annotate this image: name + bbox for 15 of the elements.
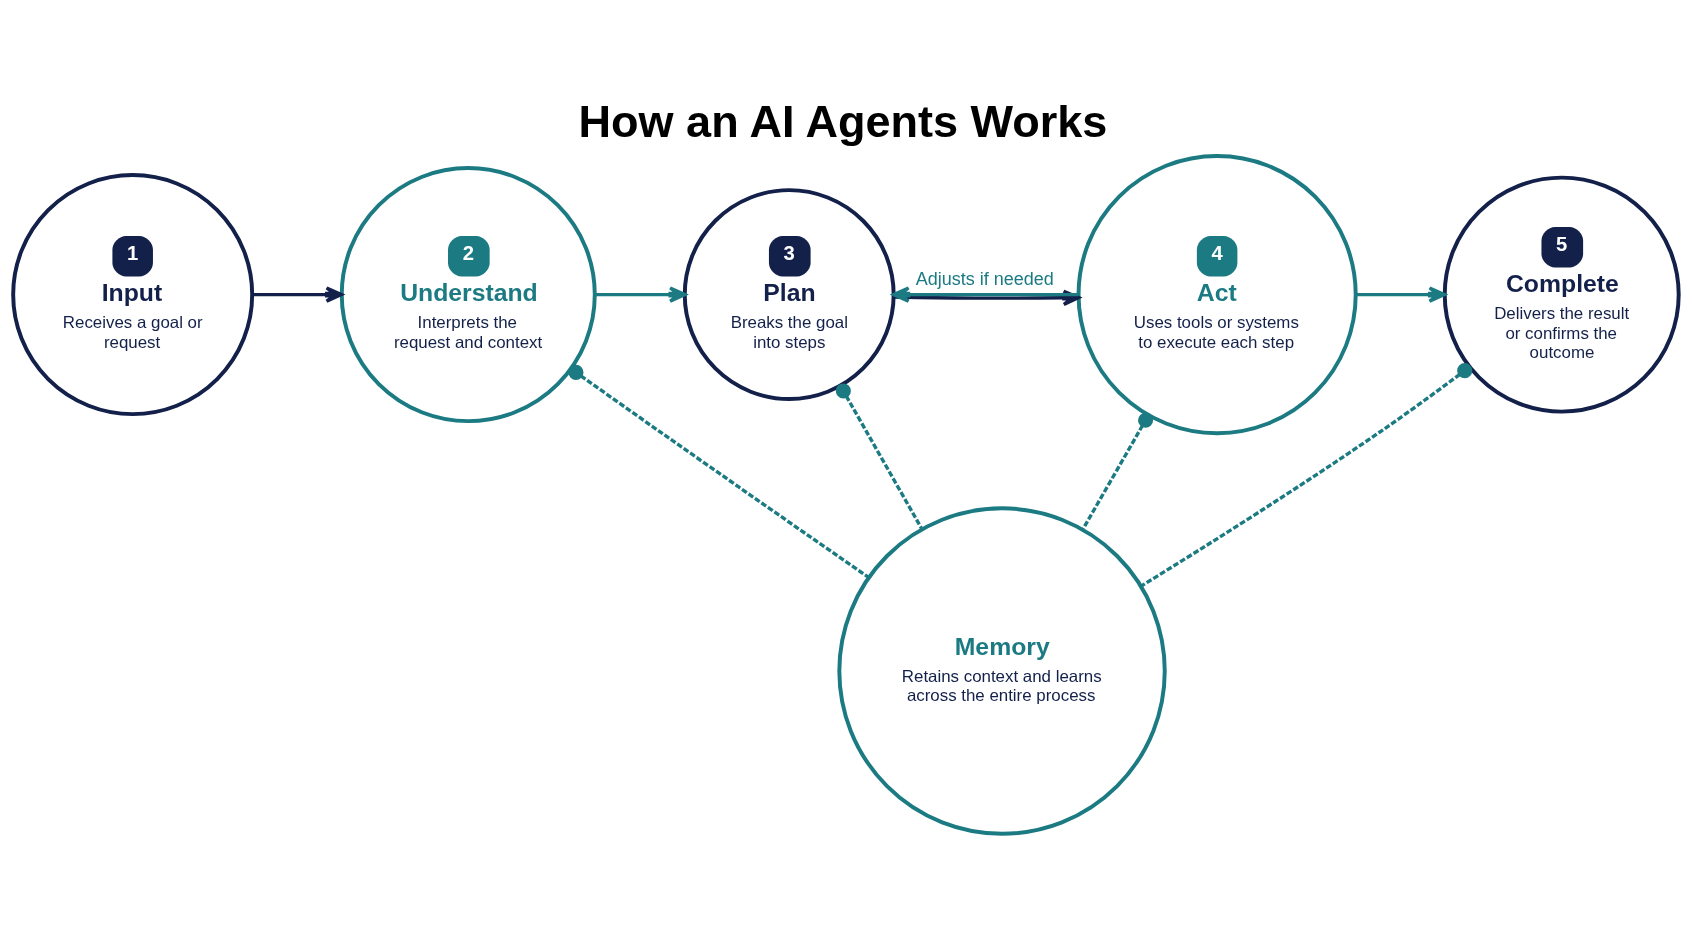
arrow xyxy=(594,285,687,303)
arrow xyxy=(892,285,1079,303)
connector xyxy=(1140,362,1473,588)
node-circle: 4 Act Uses tools or systems to execute each step xyxy=(1076,153,1358,435)
connector xyxy=(1081,412,1154,531)
edge-label: Adjusts if needed xyxy=(915,268,1054,289)
node-circle: 1 Input Receives a goal or request xyxy=(11,172,255,416)
node-circle: 5 Complete Delivers the result or confirms the outcome xyxy=(1442,175,1681,414)
node-circle: 2 Understand Interprets the request and context xyxy=(339,165,597,423)
diagram-title: How an AI Agents Works xyxy=(578,95,1108,147)
arrow xyxy=(252,285,343,303)
node-circle: Memory Retains context and learns across the entire process xyxy=(837,505,1167,836)
arrow xyxy=(1355,285,1446,303)
connector xyxy=(568,364,870,579)
connector xyxy=(835,382,924,530)
